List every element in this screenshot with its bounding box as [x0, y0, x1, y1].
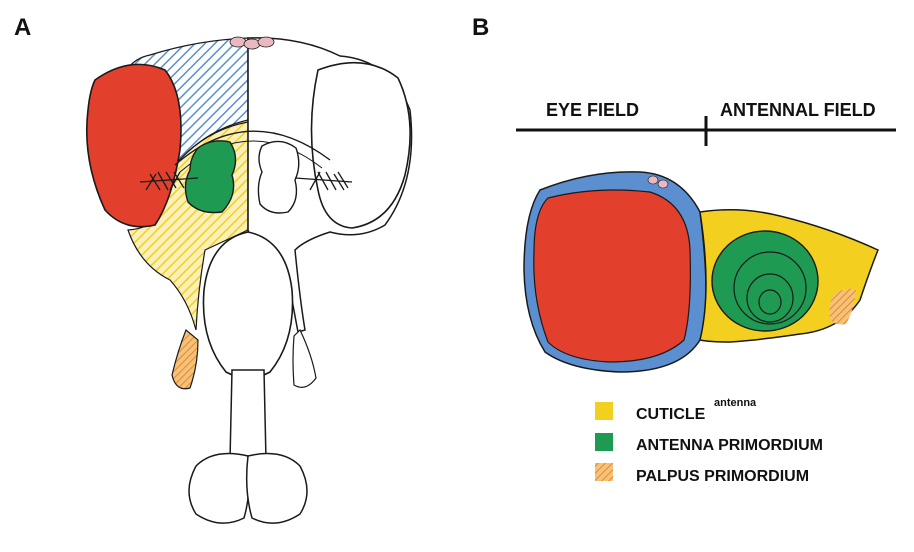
legend: CUTICLE antenna ANTENNA PRIMORDIUM PALPU…: [595, 397, 823, 485]
legend-swatch-cuticle: [595, 402, 613, 420]
right-antenna: [258, 141, 298, 213]
left-palpus: [172, 330, 198, 389]
proboscis-stalk: [230, 370, 266, 460]
labellum-right-lobe: [247, 454, 307, 524]
disc-eye-field: [534, 190, 691, 362]
labellum-left-lobe: [189, 454, 249, 524]
panel-b-field-axis: EYE FIELD ANTENNAL FIELD: [516, 100, 896, 146]
panel-a-head-drawing: [87, 37, 412, 523]
right-palpus: [293, 330, 316, 387]
eye-antennal-disc: [524, 172, 878, 372]
legend-label-cuticle-superscript: antenna: [714, 397, 757, 409]
legend-label-antenna: ANTENNA PRIMORDIUM: [636, 437, 823, 454]
legend-swatch-antenna: [595, 433, 613, 451]
proboscis-rostrum: [203, 232, 292, 378]
disc-antenna-primordium: [712, 231, 818, 331]
legend-label-cuticle: CUTICLE: [636, 406, 706, 423]
ocelli: [230, 37, 274, 49]
antennal-field-label: ANTENNAL FIELD: [720, 100, 876, 120]
legend-label-palpus: PALPUS PRIMORDIUM: [636, 468, 809, 485]
legend-swatch-palpus: [595, 463, 613, 481]
left-compound-eye: [87, 64, 181, 226]
eye-field-label: EYE FIELD: [546, 100, 639, 120]
